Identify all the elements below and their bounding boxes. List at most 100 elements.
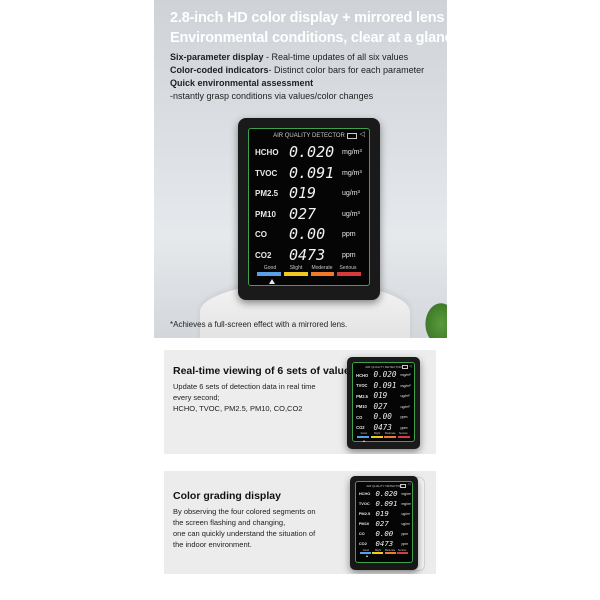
- feature-six-parameter: Six-parameter display - Real-time update…: [170, 52, 409, 62]
- reading-unit: ug/m³: [400, 404, 410, 409]
- realtime-text-line3: HCHO, TVOC, PM2.5, PM10, CO,CO2: [173, 404, 303, 413]
- hero-title-line1: 2.8-inch HD color display + mirrored len…: [170, 10, 445, 26]
- reading-value: 0.00: [289, 225, 326, 243]
- reading-unit: mg/m³: [401, 501, 412, 506]
- main-level-bars: [257, 272, 361, 276]
- white-screen-header: AIR QUALITY DETECTOR: [366, 483, 402, 488]
- reading-value: 0.00: [375, 528, 394, 538]
- reading-value: 0.020: [373, 370, 397, 380]
- level-bar-moderate: [384, 551, 396, 554]
- reading-value: 0.091: [375, 498, 398, 508]
- level-bar-serious: [337, 272, 361, 276]
- feature-quick-assessment: Quick environmental assessment: [170, 78, 314, 88]
- reading-value: 019: [289, 184, 317, 202]
- reading-value: 0.091: [289, 163, 335, 182]
- hero-title-line2: Environmental conditions, clear at a gla…: [170, 30, 447, 46]
- small-screen-header: AIR QUALITY DETECTOR: [365, 365, 402, 370]
- small-reading-pm10: PM10 027 ug/m³: [353, 402, 414, 411]
- level-label-serious: Serious: [339, 265, 357, 271]
- level-label-serious: Serious: [398, 548, 407, 552]
- hero-panel: 2.8-inch HD color display + mirrored len…: [154, 0, 447, 338]
- footnote: *Achieves a full-screen effect with a mi…: [170, 320, 348, 329]
- white-reading-co2: CO2 0473 ppm: [356, 539, 412, 548]
- reading-name: CO2: [356, 425, 365, 431]
- reading-unit: ug/m³: [401, 521, 411, 526]
- color-grading-text-line3: one can quickly understand the situation…: [173, 529, 316, 538]
- level-label-slight: Slight: [289, 265, 303, 271]
- level-label-good: Good: [360, 432, 367, 436]
- reading-unit: ppm: [342, 251, 356, 259]
- reading-name: PM10: [255, 209, 276, 219]
- reading-name: CO2: [255, 250, 272, 260]
- reading-name: PM10: [356, 404, 367, 410]
- white-level-pointer: [365, 555, 368, 558]
- main-screen-header: AIR QUALITY DETECTOR: [273, 133, 345, 139]
- reading-name: CO2: [358, 541, 367, 547]
- color-grading-text-line4: the indoor environment.: [173, 540, 252, 549]
- main-speaker-icon: ◁: [359, 131, 365, 138]
- reading-value: 0.020: [289, 143, 335, 161]
- realtime-title: Real-time viewing of 6 sets of values: [173, 365, 356, 377]
- color-grading-panel: Color grading display By observing the f…: [164, 471, 436, 574]
- small-level-pointer: [363, 439, 366, 442]
- reading-unit: mg/m³: [401, 491, 412, 496]
- reading-name: PM10: [358, 521, 370, 527]
- reading-unit: mg/m³: [400, 373, 411, 378]
- reading-unit: mg/m³: [342, 149, 362, 156]
- small-battery-icon: [401, 365, 408, 370]
- realtime-text-line1: Update 6 sets of detection data in real …: [173, 382, 316, 391]
- main-battery-icon: [347, 133, 357, 139]
- feature-color-coded: Color-coded indicators- Distinct color b…: [170, 65, 425, 75]
- reading-unit: ppm: [401, 541, 409, 546]
- reading-name: PM2.5: [255, 189, 279, 198]
- level-bar-moderate: [384, 436, 397, 439]
- reading-value: 019: [375, 508, 389, 518]
- small-reading-co: CO 0.00 ppm: [353, 412, 414, 421]
- small-level-bars: [357, 436, 410, 439]
- white-speaker-icon: ◁: [407, 482, 411, 487]
- reading-name: PM2.5: [356, 393, 368, 399]
- reading-name: CO: [356, 414, 363, 420]
- reading-unit: ppm: [400, 415, 408, 420]
- reading-name: TVOC: [358, 501, 370, 507]
- color-grading-text-line1: By observing the four colored segments o…: [173, 507, 316, 516]
- reading-value: 0.00: [373, 412, 392, 422]
- reading-value: 027: [375, 518, 389, 528]
- main-level-pointer: [269, 279, 275, 284]
- level-label-slight: Slight: [374, 548, 382, 552]
- color-grading-title: Color grading display: [173, 490, 281, 502]
- reading-name: TVOC: [356, 383, 368, 389]
- white-level-bars: [359, 551, 409, 554]
- reading-unit: ppm: [401, 531, 409, 536]
- reading-unit: mg/m³: [342, 169, 362, 177]
- reading-value: 027: [373, 401, 388, 411]
- reading-unit: ug/m³: [342, 210, 360, 218]
- reading-value: 0473: [375, 538, 394, 548]
- reading-name: HCHO: [255, 148, 279, 157]
- level-bar-slight: [370, 436, 383, 439]
- level-label-good: Good: [362, 548, 369, 552]
- white-battery-icon: [400, 483, 407, 488]
- reading-name: CO: [255, 230, 267, 239]
- reading-value: 019: [373, 391, 388, 401]
- level-bar-good: [359, 551, 371, 554]
- reading-unit: mg/m³: [400, 383, 411, 388]
- white-reading-pm10: PM10 027 ug/m³: [356, 519, 412, 528]
- realtime-text-line2: every second;: [173, 393, 220, 402]
- level-bar-moderate: [310, 272, 335, 276]
- level-bar-good: [257, 272, 281, 276]
